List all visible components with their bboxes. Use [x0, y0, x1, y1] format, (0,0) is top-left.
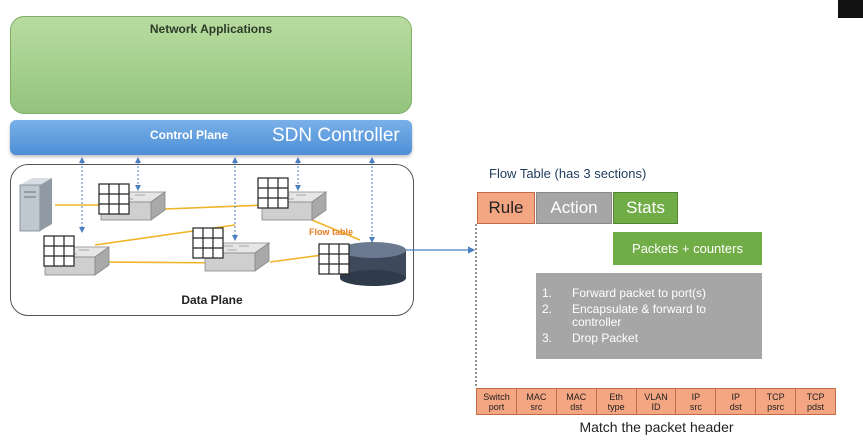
action-item: 3. Drop Packet: [542, 332, 756, 345]
action-item-number: 2.: [542, 302, 553, 316]
database-switch-icon: [340, 242, 406, 286]
action-item-text: Encapsulate & forward to controller: [572, 302, 707, 329]
flow-table-tag: Flow table: [309, 227, 353, 237]
flow-table-1-icon: [98, 183, 130, 215]
flow-table-3-icon: [43, 235, 75, 267]
data-plane-label: Data Plane: [181, 293, 243, 307]
server-host-icon: [19, 178, 52, 232]
control-plane-bar: Control Plane SDN Controller: [10, 120, 412, 155]
control-plane-label: Control Plane: [150, 128, 229, 142]
flow-table-5-icon: [318, 243, 350, 275]
action-item: 1. Forward packet to port(s): [542, 287, 756, 300]
flow-table-2-icon: [257, 177, 289, 209]
flow-table-4-icon: [192, 227, 224, 259]
action-item: 2. Encapsulate & forward to controller: [542, 303, 756, 329]
action-item-number: 3.: [542, 331, 553, 345]
network-applications-box: Network Applications: [10, 16, 412, 114]
stats-section: Stats: [613, 192, 678, 224]
match-caption: Match the packet header: [579, 419, 734, 435]
sdn-controller-label: SDN Controller: [272, 125, 400, 146]
action-section: Action: [536, 192, 612, 224]
action-item-number: 1.: [542, 286, 553, 300]
actions-list: 1. Forward packet to port(s) 2. Encapsul…: [536, 273, 762, 359]
corner-mark: [838, 0, 863, 18]
action-item-text: Drop Packet: [572, 331, 639, 345]
action-item-text: Forward packet to port(s): [572, 286, 707, 300]
flow-table-title: Flow Table (has 3 sections): [489, 166, 647, 181]
packets-counters-box: Packets + counters: [613, 232, 762, 265]
rule-section: Rule: [477, 192, 535, 224]
network-applications-title: Network Applications: [149, 22, 273, 36]
